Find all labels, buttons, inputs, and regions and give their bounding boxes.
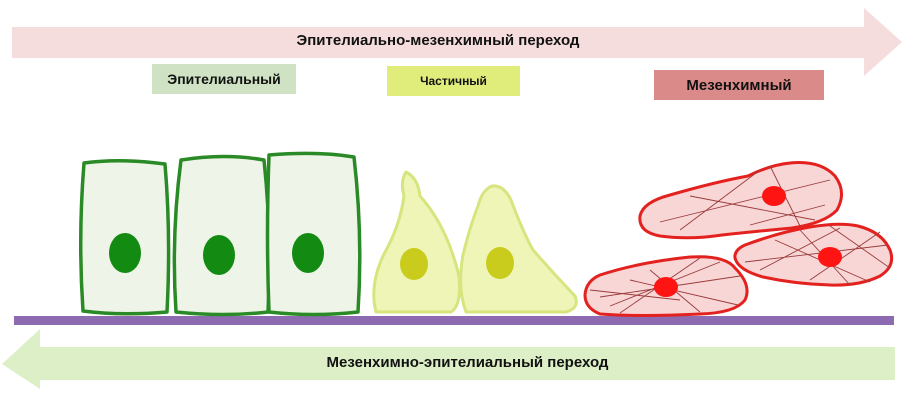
epithelial-cells (81, 153, 360, 314)
partial-cell (374, 172, 460, 312)
epithelial-nucleus (203, 235, 235, 275)
partial-cells (374, 172, 577, 312)
bottom-arrow-label: Мезенхимно-эпителиальный переход (40, 354, 895, 371)
state-partial-badge: Частичный (387, 66, 520, 96)
epithelial-cell (81, 161, 169, 314)
partial-nucleus (400, 248, 428, 280)
epithelial-nucleus (292, 233, 324, 273)
partial-cell (461, 186, 577, 312)
mesenchymal-cell (735, 224, 892, 285)
mesenchymal-cell (585, 257, 747, 316)
state-epithelial-badge: Эпителиальный (152, 64, 296, 94)
epithelial-cell (174, 157, 269, 315)
mesenchymal-nucleus (818, 247, 842, 267)
top-arrow-label: Эпителиально-мезенхимный переход (12, 32, 864, 49)
mesenchymal-nucleus (654, 277, 678, 297)
partial-nucleus (486, 247, 514, 279)
state-mesenchymal-badge: Мезенхимный (654, 70, 824, 100)
basement-membrane (14, 316, 894, 325)
mesenchymal-nucleus (762, 186, 786, 206)
mesenchymal-cells (585, 163, 892, 316)
epithelial-cell (268, 153, 360, 314)
epithelial-nucleus (109, 233, 141, 273)
